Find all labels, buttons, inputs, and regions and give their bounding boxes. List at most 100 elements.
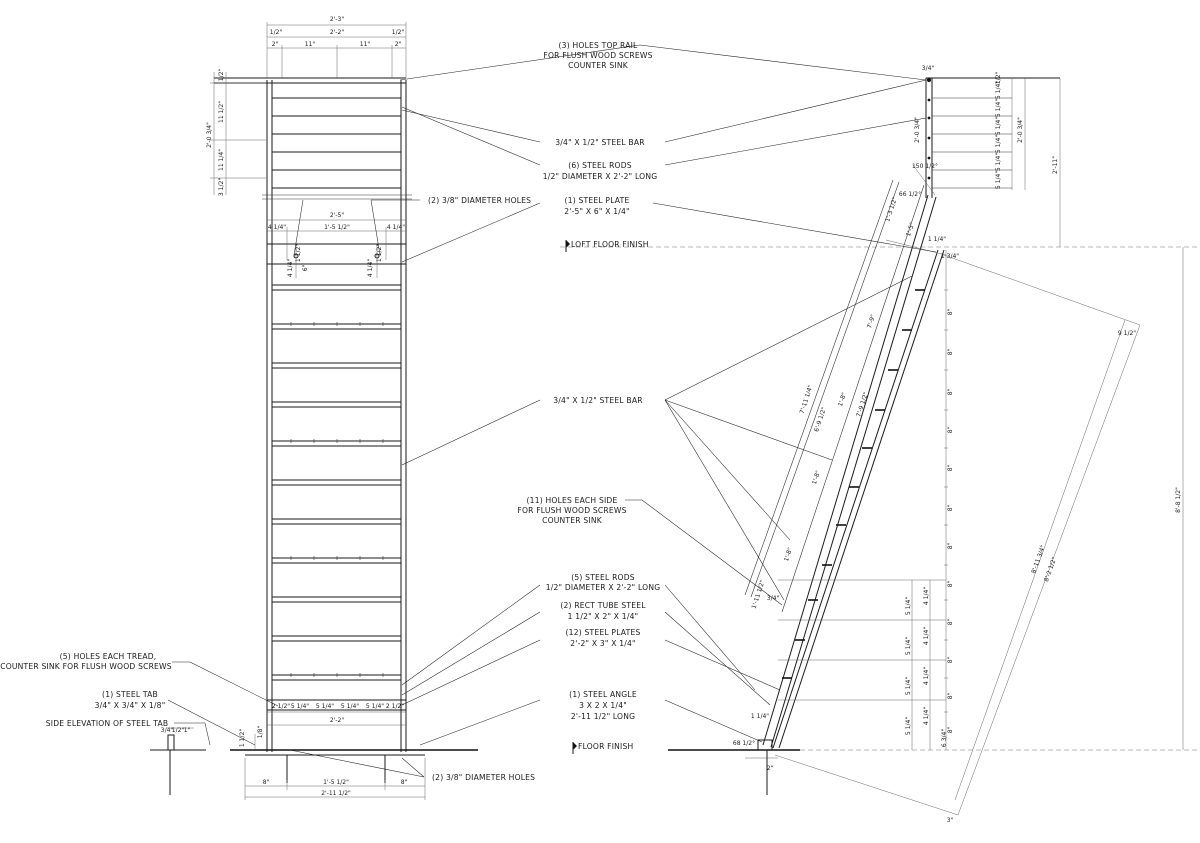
dim-bottom-edge-left: 2 1/2" — [272, 703, 290, 710]
dim-top-edge-right: 1/2" — [392, 29, 405, 36]
dim-plate-width: 2'-5" — [330, 212, 344, 219]
dim-tab-a: 3/4" — [161, 727, 174, 734]
dim-side-b: 1 1/4" — [928, 236, 946, 243]
incline-dim-box — [774, 254, 1141, 816]
dim-angle-top-2: 150 1/2° — [912, 163, 938, 170]
note-rect-tube-2: 1 1/2" X 2" X 1/4" — [568, 612, 639, 621]
dim-hole-y-left: 4 1/4" — [287, 259, 294, 277]
dim-top-edge-left: 1/2" — [270, 29, 283, 36]
dim-base-side-right: 8" — [401, 779, 408, 786]
note-holes-each-side-3: COUNTER SINK — [542, 516, 603, 525]
dim-tab-b: 1/2" — [172, 727, 185, 734]
treads — [272, 284, 401, 681]
dim-base-total: 2'-11 1/2" — [321, 790, 351, 797]
note-holes-each-tread-2: COUNTER SINK FOR FLUSH WOOD SCREWS — [0, 662, 172, 671]
dim-diag-seg-2: 1'-8" — [837, 391, 848, 407]
dim-side-d: 2" — [767, 765, 774, 772]
dim-diag-short: 7'-9 1/2" — [855, 391, 870, 418]
note-steel-plate-1: (1) STEEL PLATE — [565, 196, 630, 205]
dim-angle-bottom: 68 1/2° — [733, 740, 755, 747]
front-dimensions: 2'-3" 2'-2" 1/2" 1/2" 2" 11" 11" 2" 2'-0… — [161, 16, 408, 797]
note-diameter-holes-bottom: (2) 3/8" DIAMETER HOLES — [432, 773, 535, 782]
dim-rail-seg-1: 5 1/4" — [995, 81, 1002, 99]
note-steel-angle-1: (1) STEEL ANGLE — [569, 690, 637, 699]
dim-riser-3: 8" — [947, 388, 954, 395]
dim-plate-inner: 1'-5 1/2" — [324, 224, 350, 231]
dim-rail-seg-6: 5 1/4" — [995, 171, 1002, 189]
note-steel-rods-bottom-1: (5) STEEL RODS — [571, 573, 635, 582]
dim-angle-top: 66 1/2° — [899, 191, 921, 198]
dim-side-c: 1 3/4" — [941, 253, 959, 260]
dim-rail-seg-b: 11 1/4" — [218, 149, 225, 171]
note-steel-tab-1: (1) STEEL TAB — [102, 690, 158, 699]
dim-rail-seg-a: 11 1/2" — [218, 101, 225, 123]
note-steel-rods-bottom-2: 1/2" DIAMETER X 2'-2" LONG — [546, 583, 661, 592]
callouts: (3) HOLES TOP RAIL FOR FLUSH WOOD SCREWS… — [0, 41, 660, 782]
side-dimensions: 8'-8 1/2" 2'-11" 2'-0 3/4" 2'-0 3/4" 1/2… — [733, 65, 1182, 824]
note-steel-rods-top-2: 1/2" DIAMETER X 2'-2" LONG — [543, 172, 658, 181]
dim-side-h: 9 1/2" — [1118, 330, 1136, 337]
dim-bottom-seg-4: 5 1/4" — [366, 703, 384, 710]
dim-base-inner: 1'-5 1/2" — [323, 779, 349, 786]
dim-diag-seg-5: 1'-3 1/2" — [884, 196, 899, 223]
dim-side-seg-7: 5 1/4" — [905, 677, 912, 695]
dim-riser-5: 8" — [947, 464, 954, 471]
dim-rail-seg-c: 3 1/2" — [218, 178, 225, 196]
dim-rail-seg-4: 5 1/4" — [995, 135, 1002, 153]
steel-tab-detail — [150, 727, 256, 795]
dim-hole-h: 6" — [302, 264, 309, 271]
dim-rail-height: 2'-0 3/4" — [206, 122, 213, 148]
dim-diag-seg-4: 1'-8" — [783, 546, 794, 562]
steel-plate — [266, 243, 407, 265]
dim-top-width: 2'-3" — [330, 16, 344, 23]
dim-side-seg-1: 4 1/4" — [923, 587, 930, 605]
note-rect-tube-1: (2) RECT TUBE STEEL — [560, 601, 646, 610]
note-steel-plates-1: (12) STEEL PLATES — [566, 628, 641, 637]
top-rail-rods — [272, 97, 401, 189]
dim-riser-6: 8" — [947, 504, 954, 511]
note-holes-each-tread-1: (5) HOLES EACH TREAD, — [60, 652, 157, 661]
dim-rail-top-side: 1/2" — [995, 72, 1002, 85]
dim-rail-seg-3: 5 1/4" — [995, 117, 1002, 135]
dim-hole-y-right: 4 1/4" — [367, 259, 374, 277]
dim-bottom-seg-1: 5 1/4" — [291, 703, 309, 710]
dim-side-seg-8: 5 1/4" — [905, 717, 912, 735]
dim-diag-seg-3: 1'-8" — [811, 469, 822, 485]
note-floor-finish: FLOOR FINISH — [578, 742, 633, 751]
note-steel-angle-3: 2'-11 1/2" LONG — [571, 712, 635, 721]
dim-bottom-seg-3: 5 1/4" — [341, 703, 359, 710]
dim-side-seg-6: 5 1/4" — [905, 637, 912, 655]
dim-side-i: 3" — [947, 817, 954, 824]
dim-riser-1: 8" — [947, 308, 954, 315]
dim-diag-seg-6: 1'-5" — [905, 221, 916, 237]
dim-hole-x-right: 1 1/2" — [376, 244, 383, 262]
dim-riser-9: 8" — [947, 618, 954, 625]
side-treads — [782, 289, 925, 679]
dim-side-seg-5: 5 1/4" — [905, 597, 912, 615]
dim-top-spacing-mid-a: 11" — [305, 41, 316, 48]
dim-side-j: 1 1/4" — [751, 713, 769, 720]
dim-diag-seg: 7'-9" — [866, 313, 877, 329]
dim-rail-top: 1/2" — [218, 69, 225, 82]
dim-riser-12: 8" — [947, 726, 954, 733]
dim-side-seg-2: 4 1/4" — [923, 627, 930, 645]
dim-side-bottom: 6 3/4" — [941, 729, 948, 747]
dim-riser-8: 8" — [947, 580, 954, 587]
dim-tab-c: 1" — [184, 727, 191, 734]
note-steel-tab-2: 3/4" X 3/4" X 1/8" — [95, 701, 166, 710]
dim-tab-d: 1 1/2" — [239, 729, 246, 747]
dim-rail-seg-2: 5 1/4" — [995, 99, 1002, 117]
stringer — [744, 179, 945, 749]
note-holes-top-rail-2: FOR FLUSH WOOD SCREWS — [543, 51, 652, 60]
dim-hole-x-left: 1 1/2" — [295, 244, 302, 262]
dim-diag-upper: 7'-11 1/4" — [799, 384, 815, 415]
dim-total-height: 8'-8 1/2" — [1175, 487, 1182, 513]
note-holes-each-side-2: FOR FLUSH WOOD SCREWS — [517, 506, 626, 515]
note-loft-floor: LOFT FLOOR FINISH — [571, 240, 649, 249]
dim-diag-long-2: 8'-2 1/2" — [1043, 556, 1058, 583]
dim-rail-height-side-2: 2'-0 3/4" — [914, 117, 921, 143]
note-holes-top-rail-3: COUNTER SINK — [568, 61, 629, 70]
note-steel-rods-top-1: (6) STEEL RODS — [568, 161, 632, 170]
note-holes-top-rail-1: (3) HOLES TOP RAIL — [559, 41, 639, 50]
dim-rail-height-side: 2'-0 3/4" — [1017, 117, 1024, 143]
